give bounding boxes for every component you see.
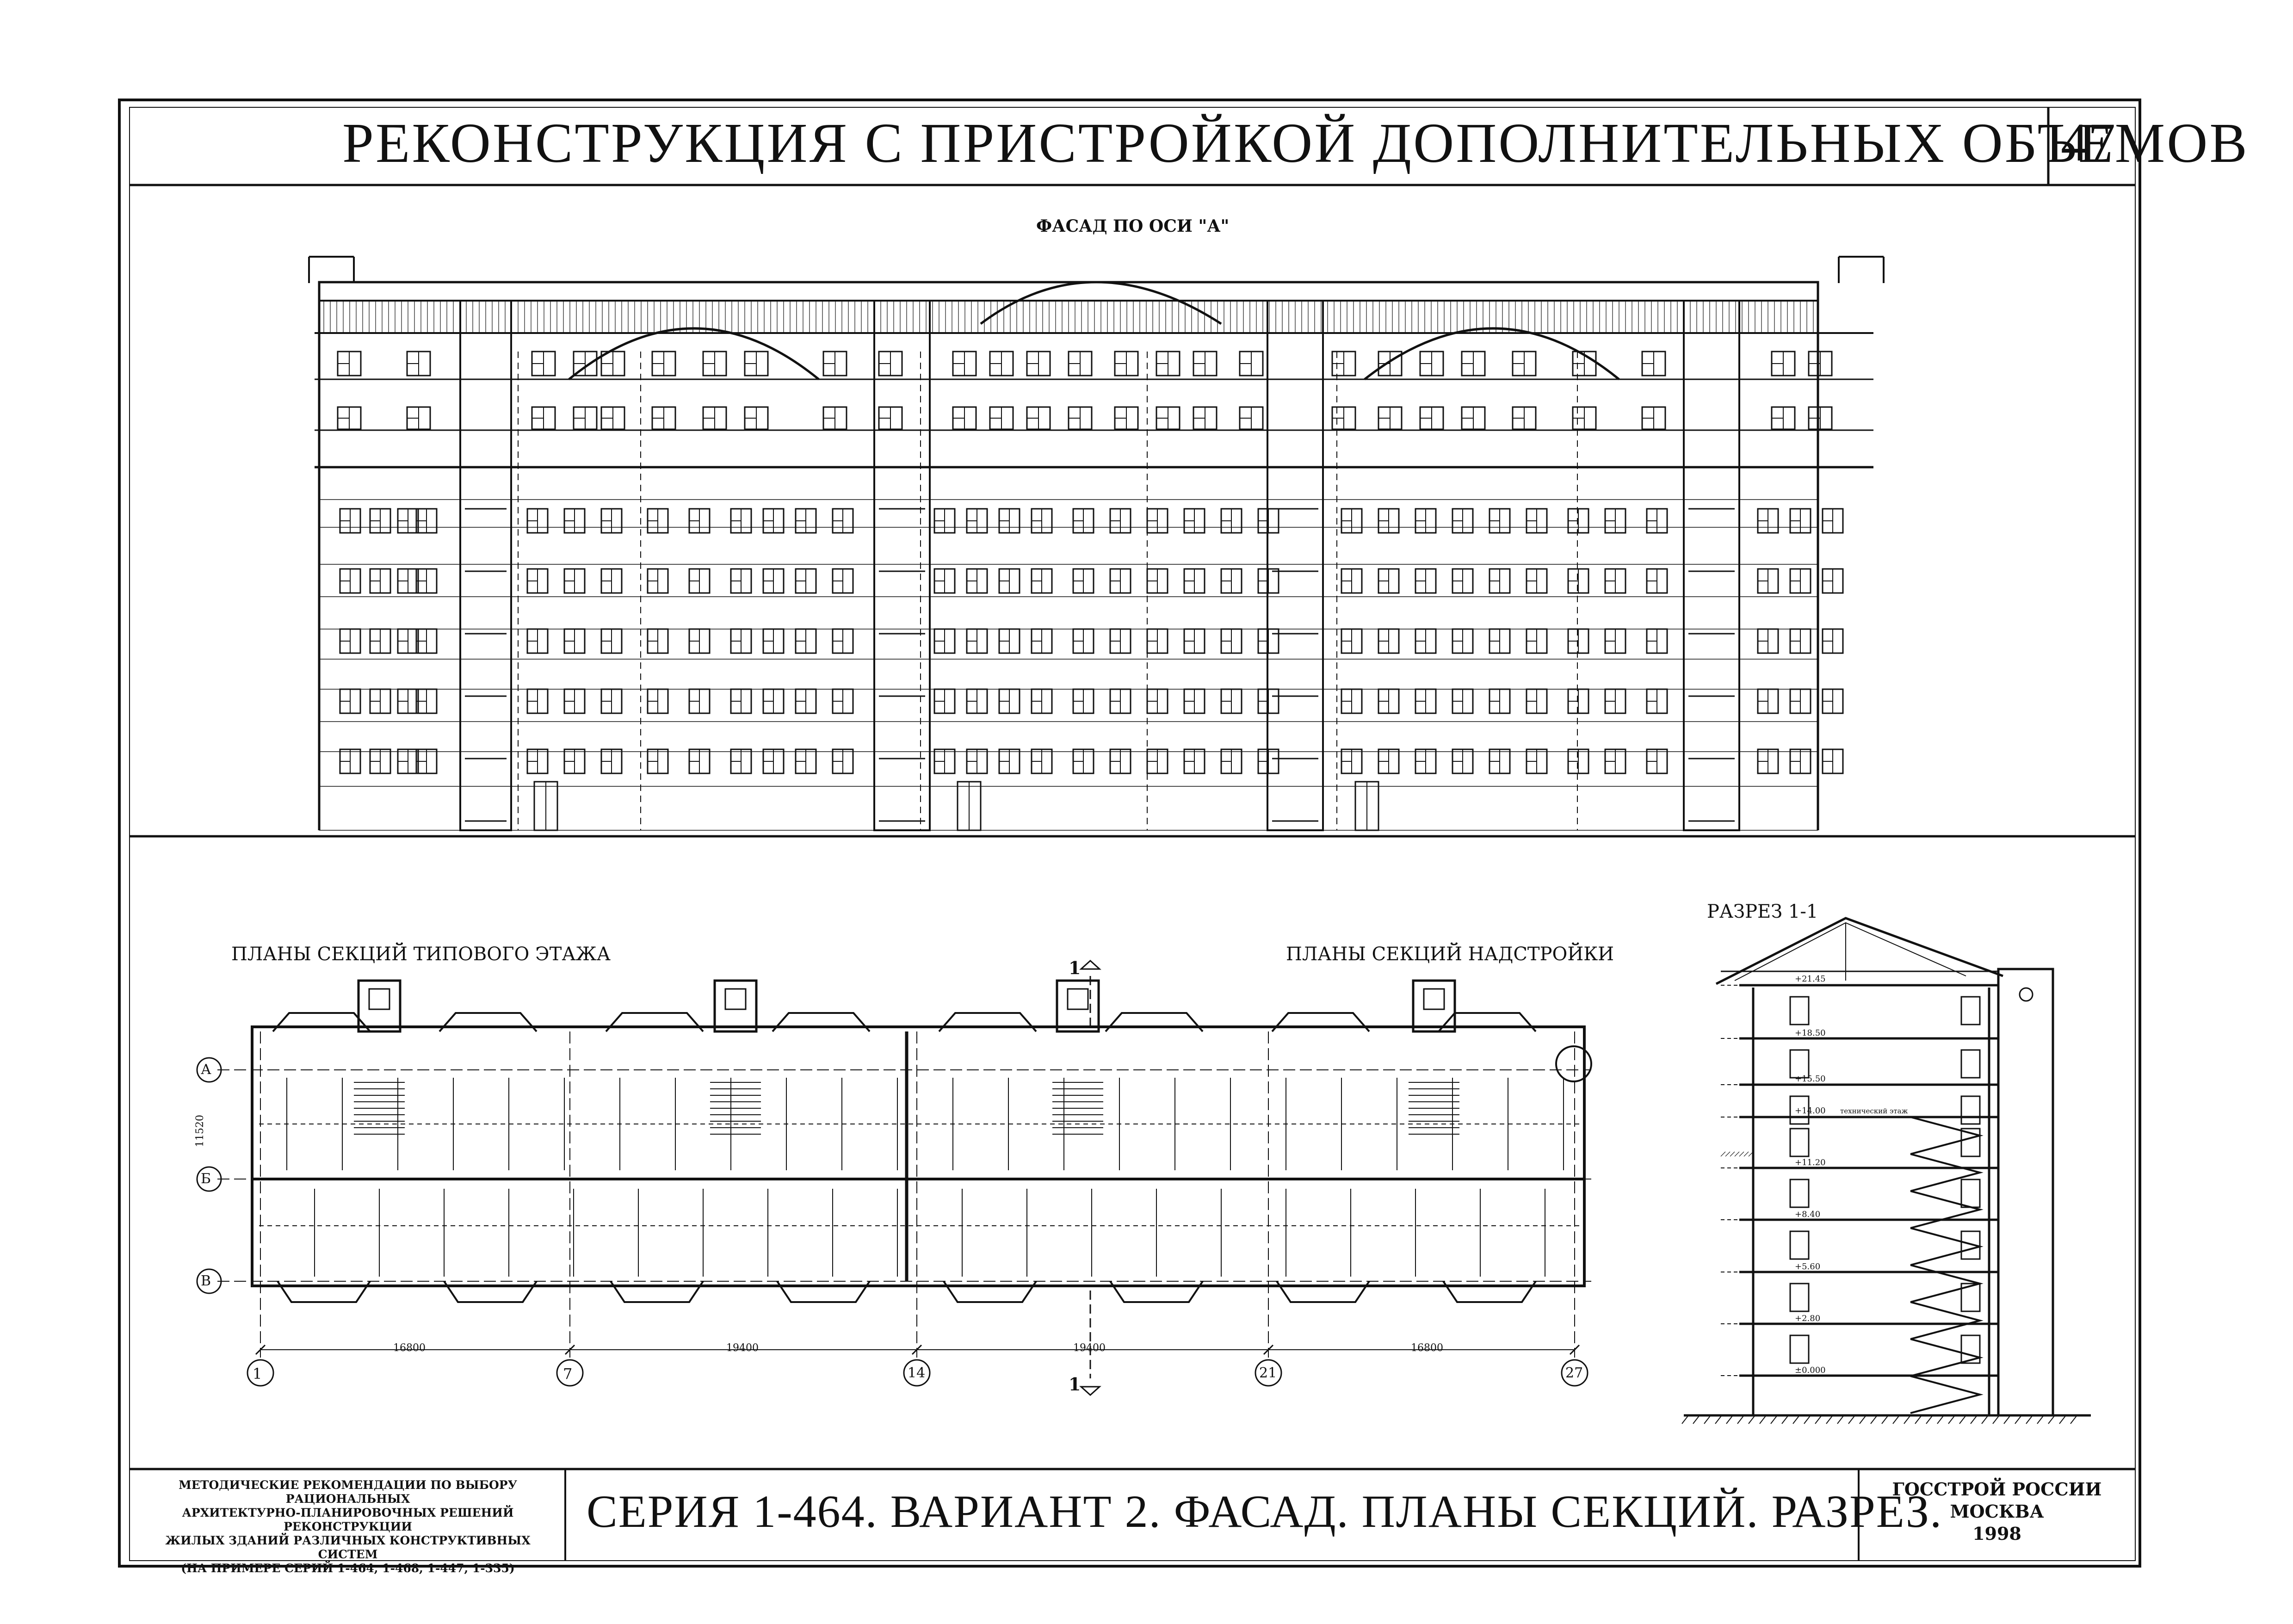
footer-description-line: ЖИЛЫХ ЗДАНИЙ РАЗЛИЧНЫХ КОНСТРУКТИВНЫХ СИ…: [165, 1534, 531, 1561]
plan-bay-window: [1438, 1012, 1537, 1032]
axis-label-row-v: В: [201, 1273, 211, 1289]
plan-stair-tower: [1412, 979, 1456, 1033]
footer-city: МОСКВА: [1950, 1501, 2044, 1522]
axis-label-row-b: Б: [201, 1171, 211, 1187]
attic-note: технический этаж: [1840, 1107, 1908, 1115]
section-stair-flight: [1910, 1301, 1984, 1340]
plan-axis-bubble: [196, 1268, 222, 1294]
facade-title: ФАСАД ПО ОСИ "А": [1036, 216, 1230, 236]
plan-bay-window: [943, 1280, 1037, 1303]
footer-description: МЕТОДИЧЕСКИЕ РЕКОМЕНДАЦИИ ПО ВЫБОРУ РАЦИ…: [135, 1478, 561, 1575]
level-mark-roof: +21.45: [1795, 974, 1826, 984]
facade-stair-tower: [459, 300, 512, 831]
footer-sheet-title: СЕРИЯ 1-464. ВАРИАНТ 2. ФАСАД. ПЛАНЫ СЕК…: [587, 1486, 1943, 1537]
footer-description-line: МЕТОДИЧЕСКИЕ РЕКОМЕНДАЦИИ ПО ВЫБОРУ РАЦИ…: [179, 1478, 517, 1506]
plan-axis-bubble: [556, 1359, 584, 1387]
plan-bay-window: [772, 1012, 871, 1032]
typical-floor-plans-title: ПЛАНЫ СЕКЦИЙ ТИПОВОГО ЭТАЖА: [231, 944, 611, 965]
sheet-title: РЕКОНСТРУКЦИЯ С ПРИСТРОЙКОЙ ДОПОЛНИТЕЛЬН…: [342, 112, 2249, 174]
section-cut-marker: [1079, 1386, 1101, 1396]
level-mark-zero: ±0.000: [1795, 1365, 1826, 1375]
plan-bay-window: [605, 1012, 704, 1032]
page-number: 47: [2061, 112, 2115, 173]
plan-stair-tower: [357, 979, 402, 1033]
footer-year: 1998: [1972, 1523, 2021, 1544]
facade-stair-tower: [1267, 300, 1324, 831]
section-stair-flight: [1910, 1153, 1984, 1192]
span-dimension-1-7: 16800: [393, 1342, 426, 1354]
facade-arch-right: [1364, 327, 1620, 380]
level-mark-2-80: +2.80: [1795, 1314, 1821, 1323]
section-stair-tower: [1997, 968, 2054, 1417]
plan-outer-wall: [251, 1025, 1586, 1287]
footer-description-line: АРХИТЕКТУРНО-ПЛАНИРОВОЧНЫХ РЕШЕНИЙ РЕКОН…: [182, 1506, 514, 1533]
facade-outline: [318, 281, 1819, 830]
section-drawing: [1681, 917, 2091, 1424]
plan-bay-window: [776, 1280, 871, 1303]
plan-bay-window: [938, 1012, 1037, 1032]
axis-label-col-14: 14: [908, 1365, 926, 1381]
plan-axis-bubble: [196, 1057, 222, 1083]
facade-stair-tower: [873, 300, 931, 831]
plan-stair-tower: [1056, 979, 1100, 1033]
plan-bay-window: [439, 1012, 538, 1032]
plan-bay-window: [1442, 1280, 1537, 1303]
sheet-frame: [118, 99, 2141, 1568]
section-mark-top: 1: [1069, 957, 1081, 978]
facade-stair-tower: [1683, 300, 1740, 831]
footer-description-line: (НА ПРИМЕРЕ СЕРИЙ 1-464, 1-468, 1-447, 1…: [181, 1562, 515, 1575]
superstructure-plans-title: ПЛАНЫ СЕКЦИЙ НАДСТРОЙКИ: [1286, 944, 1614, 965]
level-mark-5-60: +5.60: [1795, 1262, 1821, 1272]
plan-bay-window: [1271, 1012, 1370, 1032]
plan-bay-window: [272, 1012, 371, 1032]
plan-bay-window: [610, 1280, 704, 1303]
axis-label-row-a: А: [201, 1062, 211, 1078]
axis-label-col-7: 7: [563, 1365, 573, 1383]
facade-arch-left: [568, 327, 820, 380]
span-dimension-21-27: 16800: [1411, 1342, 1443, 1354]
level-mark-11-20: +11.20: [1795, 1158, 1826, 1167]
level-mark-15-50: +15.50: [1795, 1074, 1826, 1084]
axis-label-col-1: 1: [253, 1365, 262, 1383]
axis-label-col-27: 27: [1565, 1365, 1583, 1381]
plan-axis-bubble: [1255, 1359, 1282, 1387]
plan-axis-bubble: [196, 1166, 222, 1192]
level-mark-8-40: +8.40: [1795, 1210, 1821, 1219]
section-stair-flight: [1910, 1116, 1984, 1155]
plan-corner-tower: [1555, 1045, 1592, 1082]
span-dimension-14-21: 19400: [1073, 1342, 1106, 1354]
section-stair-flight: [1910, 1375, 1984, 1414]
plan-axis-bubble: [247, 1359, 274, 1387]
facade-arch-center: [980, 281, 1222, 325]
section-roof: [1715, 917, 2003, 985]
facade-drawing: [308, 256, 1885, 831]
section-mark-bottom: 1: [1069, 1374, 1081, 1395]
span-dimension-7-14: 19400: [726, 1342, 759, 1354]
section-title: РАЗРЕЗ 1-1: [1707, 901, 1818, 922]
footer-org-name: ГОССТРОЙ РОССИИ: [1892, 1479, 2102, 1500]
section-stair-flight: [1910, 1190, 1984, 1229]
plan-depth-dimension: 11520: [194, 1115, 206, 1147]
plan-axis-bubble: [1561, 1359, 1588, 1387]
plan-axis-bubble: [903, 1359, 931, 1387]
section-cut-marker: [1079, 959, 1101, 970]
plan-bay-window: [277, 1280, 371, 1303]
plan-bay-window: [1105, 1012, 1204, 1032]
plan-bay-window: [1276, 1280, 1370, 1303]
footer-organization: ГОССТРОЙ РОССИИ МОСКВА 1998: [1859, 1478, 2135, 1545]
level-mark-14-00: +14.00: [1795, 1106, 1826, 1116]
plan-stair-tower: [713, 979, 758, 1033]
plan-bay-window: [443, 1280, 538, 1303]
floor-plans-drawing: [196, 959, 1592, 1396]
level-mark-18-50: +18.50: [1795, 1028, 1826, 1038]
plan-bay-window: [1109, 1280, 1204, 1303]
axis-label-col-21: 21: [1259, 1365, 1277, 1381]
section-stair-flight: [1910, 1338, 1984, 1377]
